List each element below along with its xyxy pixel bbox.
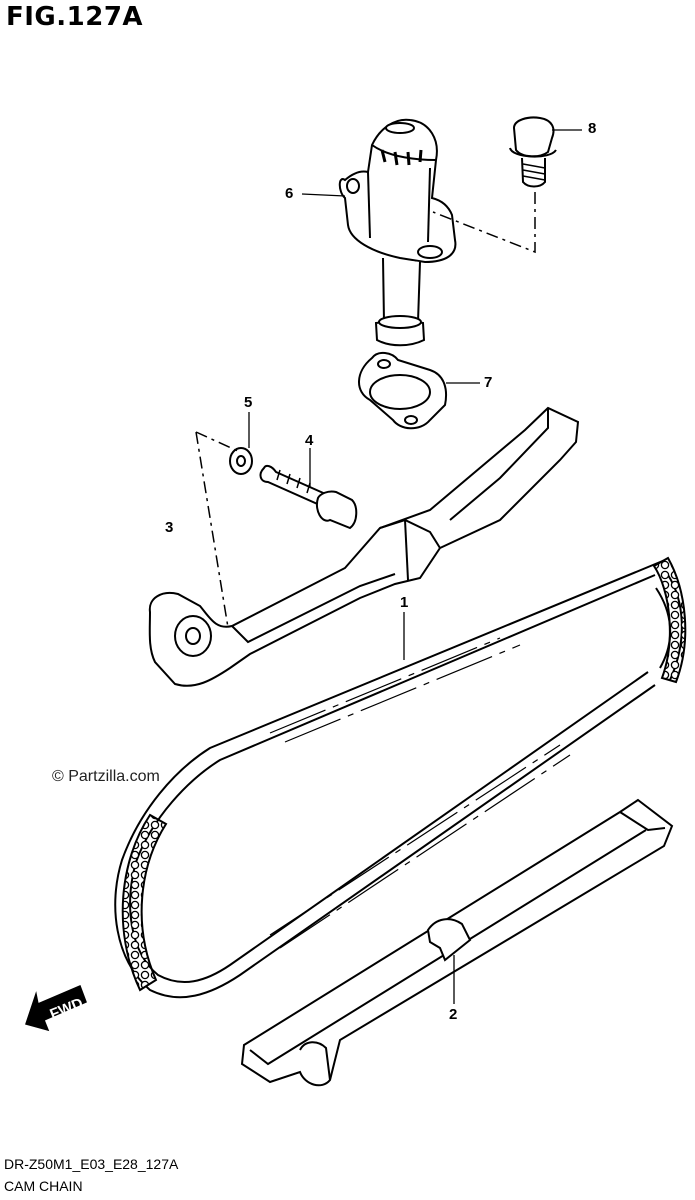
figure-title: FIG.127A — [6, 2, 144, 32]
tensioner-guide-part[interactable] — [148, 406, 580, 687]
callout-4[interactable]: 4 — [305, 432, 314, 449]
washer-part[interactable] — [229, 447, 253, 475]
watermark: © Partzilla.com — [52, 768, 160, 785]
callout-1[interactable]: 1 — [400, 594, 409, 611]
bolt-4-part[interactable] — [259, 464, 358, 530]
callout-8[interactable]: 8 — [588, 120, 597, 137]
callout-7[interactable]: 7 — [484, 374, 493, 391]
assembly-name: CAM CHAIN — [4, 1178, 83, 1194]
callout-5[interactable]: 5 — [244, 394, 253, 411]
chain-guide-part[interactable] — [240, 798, 674, 1087]
forward-arrow-icon: FWD — [25, 985, 87, 1032]
callout-2[interactable]: 2 — [449, 1006, 458, 1023]
tensioner-part[interactable] — [338, 118, 457, 347]
bolt-8-part[interactable] — [509, 116, 557, 188]
cam-chain-part[interactable] — [114, 556, 687, 999]
callout-3[interactable]: 3 — [165, 519, 174, 536]
leader-lines — [248, 129, 582, 1004]
gasket-part[interactable] — [358, 352, 448, 430]
model-code: DR-Z50M1_E03_E28_127A — [4, 1156, 179, 1172]
callout-6[interactable]: 6 — [285, 185, 294, 202]
